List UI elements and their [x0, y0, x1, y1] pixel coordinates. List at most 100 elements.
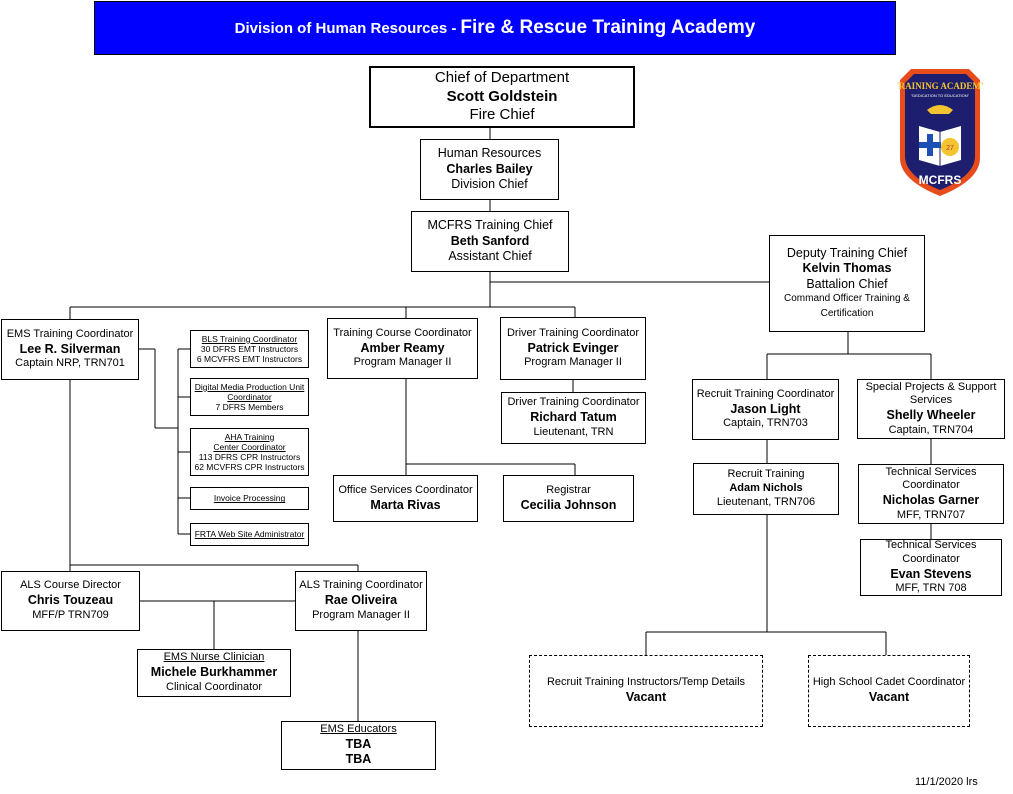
training-course-coordinator-box: Training Course Coordinator Amber Reamy … — [327, 318, 478, 379]
web-role: FRTA Web Site Administrator — [194, 529, 305, 540]
hr-role: Human Resources — [437, 146, 542, 161]
deputy-training-chief-box: Deputy Training Chief Kelvin Thomas Batt… — [769, 235, 925, 332]
als-training-coordinator-box: ALS Training Coordinator Rae Oliveira Pr… — [295, 571, 427, 631]
nurse-name: Michele Burkhammer — [150, 665, 278, 680]
training-chief-name: Beth Sanford — [450, 233, 530, 248]
chief-role: Chief of Department — [434, 68, 570, 86]
driver1-title: Program Manager II — [524, 356, 622, 369]
aha-training-center-box: AHA Training Center Coordinator 113 DFRS… — [190, 428, 309, 476]
course-title: Program Manager II — [353, 356, 452, 369]
driver2-title: Lieutenant, TRN — [533, 425, 614, 438]
invoice-processing-box: Invoice Processing — [190, 487, 309, 510]
recruit-temp-name: Vacant — [625, 690, 667, 705]
invoice-role: Invoice Processing — [213, 493, 286, 504]
logo-bottom-text: MCFRS — [919, 173, 962, 187]
als-coord-title: Program Manager II — [312, 608, 410, 621]
chief-name: Scott Goldstein — [446, 87, 558, 105]
nurse-role: EMS Nurse Clinician — [163, 651, 265, 664]
digital-role: Digital Media Production Unit Coordinato… — [194, 381, 305, 402]
nurse-title: Clinical Coordinator — [166, 680, 262, 693]
recruit-title: Lieutenant, TRN706 — [716, 495, 816, 508]
recruit-coord-title: Captain, TRN703 — [723, 417, 808, 430]
aha-role: AHA Training Center Coordinator — [213, 431, 286, 452]
cadet-role: High School Cadet Coordinator — [812, 676, 966, 689]
training-chief-title: Assistant Chief — [448, 249, 532, 264]
tech1-title: MFF, TRN707 — [896, 508, 966, 521]
maltese-cross-icon — [941, 138, 959, 156]
educators-role: EMS Educators — [320, 723, 397, 735]
special-projects-box: Special Projects & Support Services Shel… — [857, 379, 1005, 439]
als-dir-name: Chris Touzeau — [27, 593, 114, 608]
tech2-title: MFF, TRN 708 — [895, 582, 967, 595]
recruit-training-coordinator-box: Recruit Training Coordinator Jason Light… — [692, 379, 839, 440]
office-name: Marta Rivas — [370, 497, 441, 512]
digital-line-1: 7 DFRS Members — [215, 402, 284, 413]
als-course-director-box: ALS Course Director Chris Touzeau MFF/P … — [1, 571, 140, 631]
digital-media-coordinator-box: Digital Media Production Unit Coordinato… — [190, 378, 309, 416]
technical-services-coordinator-box-1: Technical Services Coordinator Nicholas … — [858, 464, 1004, 524]
aha-line-1: 113 DFRS CPR Instructors — [198, 452, 301, 462]
special-title: Captain, TRN704 — [888, 423, 974, 436]
driver2-role: Driver Training Coordinator — [507, 396, 640, 409]
als-coord-name: Rae Oliveira — [324, 593, 398, 608]
driver-training-coordinator-box-2: Driver Training Coordinator Richard Tatu… — [501, 392, 646, 444]
tech1-role: Technical Services Coordinator — [885, 465, 977, 492]
logo-badge-number: 27 — [946, 145, 954, 152]
office-services-coordinator-box: Office Services Coordinator Marta Rivas — [333, 475, 478, 522]
training-chief-box: MCFRS Training Chief Beth Sanford Assist… — [411, 211, 569, 272]
training-academy-logo: TRAINING ACADEMY "DEDICATION TO EDUCATIO… — [897, 69, 983, 196]
ems-nurse-clinician-box: EMS Nurse Clinician Michele Burkhammer C… — [137, 649, 291, 697]
hr-name: Charles Bailey — [446, 161, 533, 176]
driver-training-coordinator-box-1: Driver Training Coordinator Patrick Evin… — [500, 317, 646, 380]
header-prefix: Division of Human Resources - — [234, 19, 457, 37]
ems-training-coordinator-box: EMS Training Coordinator Lee R. Silverma… — [1, 319, 139, 380]
bls-training-coordinator-box: BLS Training Coordinator 30 DFRS EMT Ins… — [190, 330, 309, 368]
educators-name-1: TBA — [345, 736, 372, 751]
ems-role: EMS Training Coordinator — [6, 327, 134, 340]
training-chief-role: MCFRS Training Chief — [427, 218, 553, 233]
registrar-box: Registrar Cecilia Johnson — [503, 475, 634, 522]
deputy-role: Deputy Training Chief — [786, 245, 908, 260]
recruit-training-instructors-box: Recruit Training Instructors/Temp Detail… — [529, 655, 763, 727]
registrar-name: Cecilia Johnson — [520, 497, 617, 512]
ems-name: Lee R. Silverman — [19, 341, 121, 356]
web-site-administrator-box: FRTA Web Site Administrator — [190, 523, 309, 546]
als-dir-title: MFF/P TRN709 — [32, 608, 109, 621]
chief-title: Fire Chief — [469, 106, 535, 124]
logo-motto: "DEDICATION TO EDUCATION" — [911, 93, 970, 98]
ems-educators-box: EMS Educators TBA TBA — [281, 721, 436, 770]
human-resources-box: Human Resources Charles Bailey Division … — [420, 139, 559, 200]
header-title: Fire & Rescue Training Academy — [460, 17, 756, 38]
hr-title: Division Chief — [451, 177, 528, 192]
logo-top-text: TRAINING ACADEMY — [897, 81, 983, 91]
bls-line-2: 6 MCVFRS EMT Instructors — [196, 354, 303, 365]
tech2-name: Evan Stevens — [890, 566, 972, 581]
recruit-coord-name: Jason Light — [730, 401, 801, 416]
tech2-role: Technical Services Coordinator — [885, 539, 977, 565]
course-role: Training Course Coordinator — [333, 326, 472, 339]
als-dir-role: ALS Course Director — [20, 579, 121, 592]
recruit-temp-role: Recruit Training Instructors/Temp Detail… — [546, 676, 746, 689]
driver1-name: Patrick Evinger — [527, 340, 619, 355]
recruit-training-box: Recruit Training Adam Nichols Lieutenant… — [693, 463, 839, 515]
educators-name-2: TBA — [345, 752, 372, 767]
chief-of-department-box: Chief of Department Scott Goldstein Fire… — [369, 66, 635, 128]
star-of-life-icon — [919, 134, 941, 156]
special-role: Special Projects & Support Services — [865, 380, 997, 407]
driver1-role: Driver Training Coordinator — [506, 326, 640, 339]
registrar-role: Registrar — [546, 483, 591, 496]
special-name: Shelly Wheeler — [886, 408, 976, 423]
bls-line-1: 30 DFRS EMT Instructors — [200, 343, 299, 354]
office-role: Office Services Coordinator — [338, 483, 473, 496]
page-header: Division of Human Resources - Fire & Res… — [94, 1, 896, 55]
recruit-role: Recruit Training — [727, 468, 805, 481]
deputy-title: Battalion Chief — [806, 276, 888, 291]
recruit-name: Adam Nichols — [729, 482, 803, 495]
driver2-name: Richard Tatum — [530, 410, 617, 425]
aha-line-2: 62 MCVFRS CPR Instructors — [194, 462, 305, 473]
bls-role: BLS Training Coordinator — [201, 333, 298, 344]
ems-title: Captain NRP, TRN701 — [15, 357, 125, 370]
als-coord-role: ALS Training Coordinator — [299, 579, 423, 592]
course-name: Amber Reamy — [360, 340, 445, 355]
